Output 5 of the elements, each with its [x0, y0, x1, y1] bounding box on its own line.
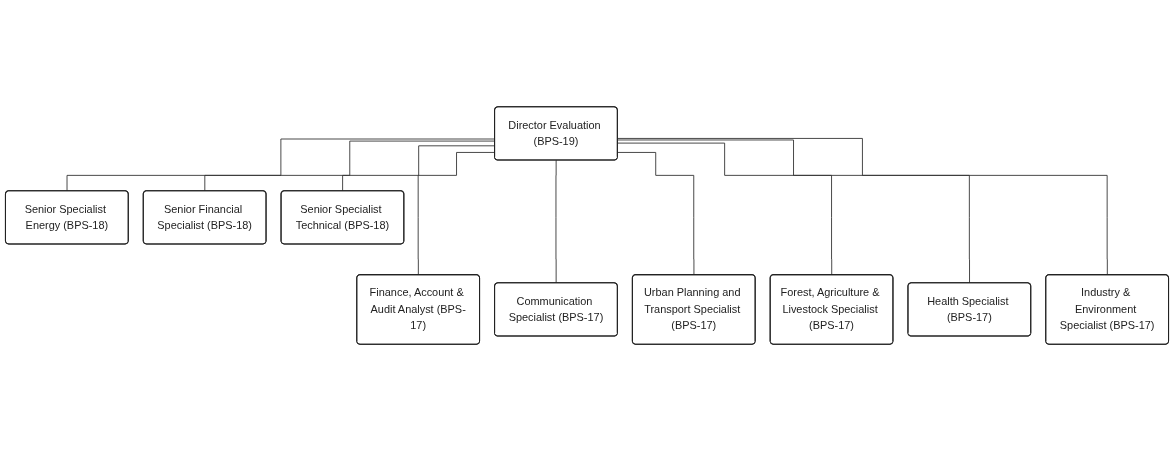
connector — [617, 142, 833, 276]
connector — [555, 159, 557, 284]
connector — [617, 152, 695, 276]
connector — [617, 139, 971, 284]
connector — [617, 137, 1108, 276]
